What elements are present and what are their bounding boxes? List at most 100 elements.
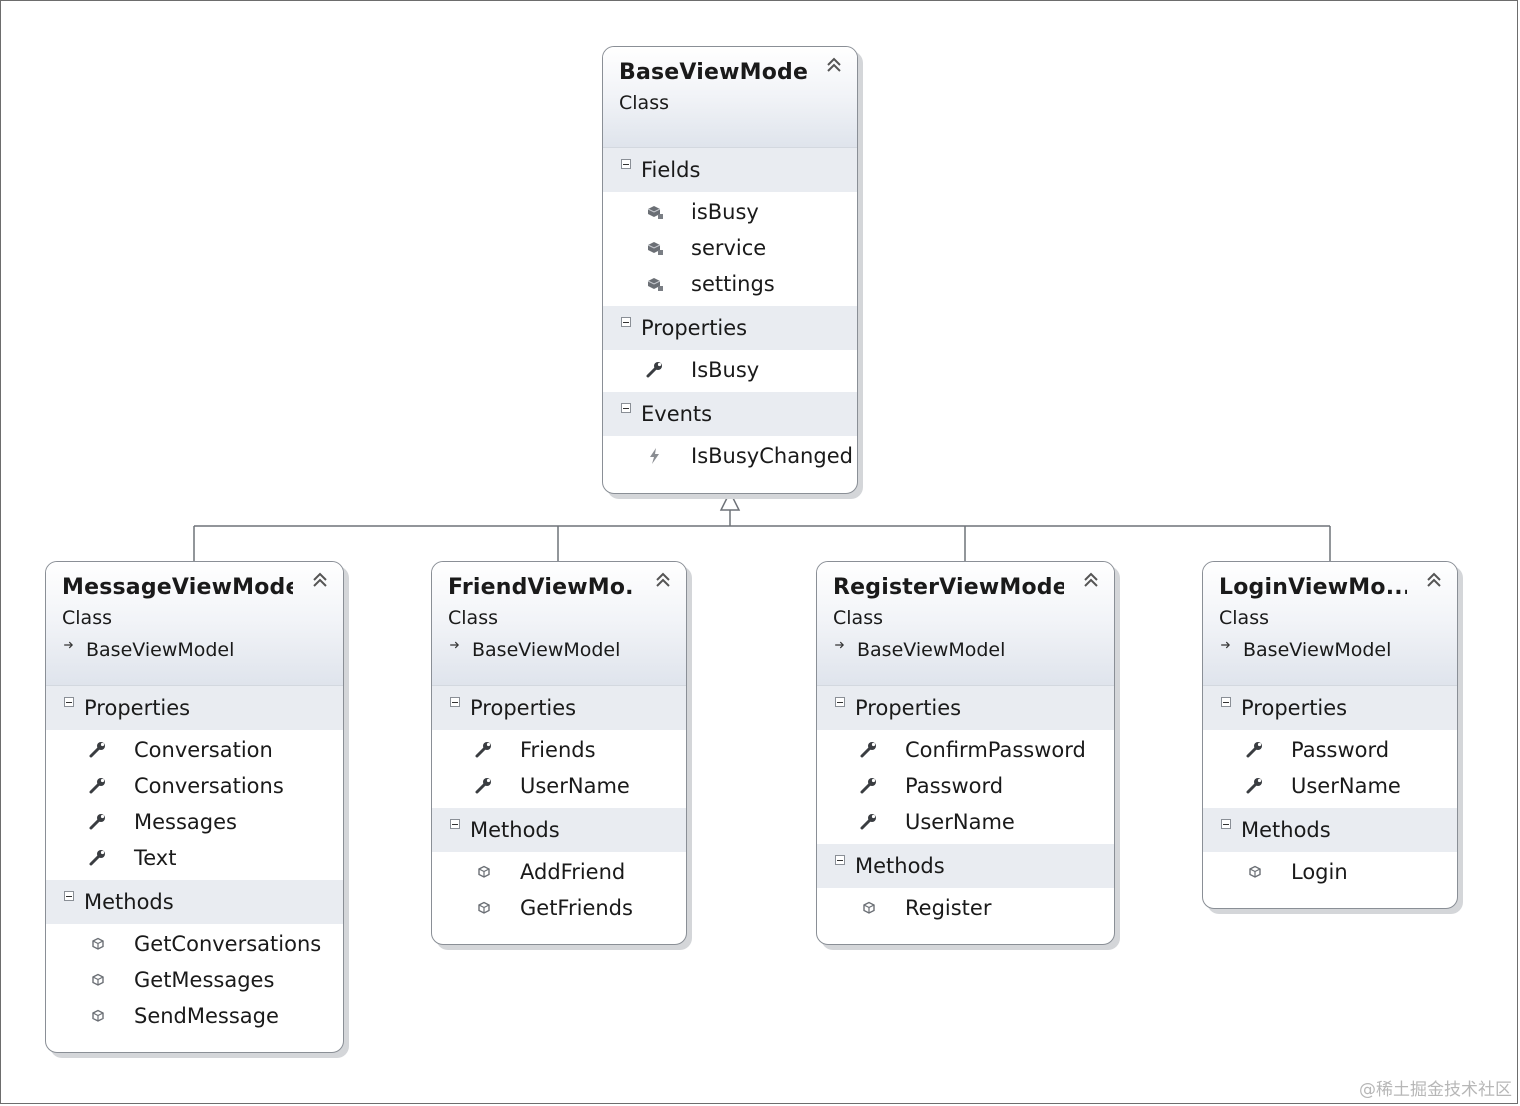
section-header-properties[interactable]: Properties: [1203, 686, 1457, 730]
class-kind-label: Class: [619, 92, 669, 114]
collapse-toggle-icon[interactable]: [621, 317, 631, 327]
collapse-toggle-icon[interactable]: [835, 697, 845, 707]
double-chevron-up-icon[interactable]: [1421, 570, 1447, 594]
member-row[interactable]: Messages: [46, 804, 343, 840]
base-class-name: BaseViewModel: [1243, 639, 1392, 661]
collapse-toggle-icon[interactable]: [64, 891, 74, 901]
member-row[interactable]: isBusy: [603, 194, 857, 230]
double-chevron-up-icon[interactable]: [650, 570, 676, 594]
member-row[interactable]: IsBusy: [603, 352, 857, 388]
section-header-fields[interactable]: Fields: [603, 148, 857, 192]
method-cube-icon: [88, 1006, 134, 1026]
member-name: isBusy: [691, 200, 759, 224]
member-row[interactable]: UserName: [432, 768, 686, 804]
member-name: UserName: [905, 810, 1015, 834]
section-title: Events: [641, 402, 713, 426]
member-row[interactable]: AddFriend: [432, 854, 686, 890]
member-name: GetMessages: [134, 968, 275, 992]
base-class-line: BaseViewModel: [833, 635, 1098, 665]
collapse-toggle-icon[interactable]: [621, 403, 631, 413]
member-name: Password: [1291, 738, 1390, 762]
member-row[interactable]: Conversations: [46, 768, 343, 804]
member-name: Password: [905, 774, 1004, 798]
section-title: Methods: [470, 818, 560, 842]
section-header-properties[interactable]: Properties: [46, 686, 343, 730]
section-header-events[interactable]: Events: [603, 392, 857, 436]
collapse-toggle-icon[interactable]: [621, 159, 631, 169]
member-row[interactable]: GetFriends: [432, 890, 686, 926]
double-chevron-up-icon[interactable]: [1078, 570, 1104, 594]
collapse-toggle-icon[interactable]: [1221, 697, 1231, 707]
section-header-methods[interactable]: Methods: [1203, 808, 1457, 852]
section-members: IsBusyChanged: [603, 436, 857, 478]
member-row[interactable]: Password: [817, 768, 1114, 804]
inherits-arrow-icon: [1219, 635, 1233, 665]
member-row[interactable]: GetConversations: [46, 926, 343, 962]
member-row[interactable]: SendMessage: [46, 998, 343, 1034]
member-name: Register: [905, 896, 992, 920]
member-row[interactable]: Password: [1203, 732, 1457, 768]
member-row[interactable]: service: [603, 230, 857, 266]
section-header-properties[interactable]: Properties: [817, 686, 1114, 730]
property-wrench-icon: [1245, 740, 1291, 760]
member-name: IsBusy: [691, 358, 760, 382]
collapse-toggle-icon[interactable]: [1221, 819, 1231, 829]
member-row[interactable]: ConfirmPassword: [817, 732, 1114, 768]
collapse-toggle-icon[interactable]: [450, 697, 460, 707]
class-name: LoginViewMo...: [1219, 575, 1407, 600]
field-icon: [645, 238, 691, 258]
member-name: GetFriends: [520, 896, 633, 920]
member-row[interactable]: Text: [46, 840, 343, 876]
section-members: IsBusy: [603, 350, 857, 392]
member-row[interactable]: Register: [817, 890, 1114, 926]
member-row[interactable]: Friends: [432, 732, 686, 768]
member-row[interactable]: IsBusyChanged: [603, 438, 857, 474]
section-title: Methods: [855, 854, 945, 878]
member-row[interactable]: UserName: [817, 804, 1114, 840]
member-row[interactable]: UserName: [1203, 768, 1457, 804]
member-name: Conversation: [134, 738, 273, 762]
double-chevron-up-icon[interactable]: [821, 55, 847, 79]
section-title: Properties: [641, 316, 748, 340]
section-header-methods[interactable]: Methods: [432, 808, 686, 852]
collapse-toggle-icon[interactable]: [835, 855, 845, 865]
member-name: settings: [691, 272, 775, 296]
inherits-arrow-icon: [62, 635, 76, 665]
double-chevron-up-icon[interactable]: [307, 570, 333, 594]
member-name: IsBusyChanged: [691, 444, 853, 468]
property-wrench-icon: [645, 360, 691, 380]
base-class-line: BaseViewModel: [62, 635, 327, 665]
member-name: Text: [134, 846, 177, 870]
member-row[interactable]: Login: [1203, 854, 1457, 890]
collapse-toggle-icon[interactable]: [64, 697, 74, 707]
member-row[interactable]: Conversation: [46, 732, 343, 768]
property-wrench-icon: [859, 776, 905, 796]
property-wrench-icon: [88, 848, 134, 868]
member-row[interactable]: settings: [603, 266, 857, 302]
base-class-line: BaseViewModel: [448, 635, 670, 665]
section-header-methods[interactable]: Methods: [46, 880, 343, 924]
field-icon: [645, 202, 691, 222]
member-name: Login: [1291, 860, 1348, 884]
class-kind-label: Class: [1219, 607, 1269, 629]
base-class-name: BaseViewModel: [472, 639, 621, 661]
member-row[interactable]: GetMessages: [46, 962, 343, 998]
method-cube-icon: [859, 898, 905, 918]
section-header-methods[interactable]: Methods: [817, 844, 1114, 888]
section-header-properties[interactable]: Properties: [432, 686, 686, 730]
section-title: Properties: [1241, 696, 1348, 720]
member-name: AddFriend: [520, 860, 626, 884]
section-header-properties[interactable]: Properties: [603, 306, 857, 350]
collapse-toggle-icon[interactable]: [450, 819, 460, 829]
